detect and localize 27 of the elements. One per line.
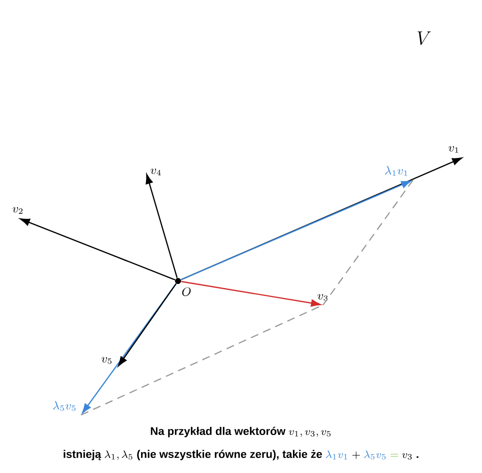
label: $\lambda_5 v_5$ [364,450,386,460]
vector-label: $v_1$ [448,146,458,153]
vector-label: $v_5$ [102,357,112,364]
vector-arrow [181,280,321,307]
label: . [416,456,418,458]
label: $v_3$ [402,453,412,460]
label: istnieją [64,450,102,460]
caption-text: istnieją $\lambda_1, \lambda_5$ (nie wszystkie równe zeru), takie że $\lambda_1 v_1$ $+$ $\lambda_5 v_5$ $=$ $v_3$ . [64,450,418,460]
vector-arrow [82,283,177,414]
space-label: $V$ [417,31,431,45]
vector-arrow [146,174,178,278]
label: $+$ [352,451,360,460]
label: $=$ [390,454,398,457]
vector-label: $v_2$ [12,207,23,214]
vector-arrow [118,283,177,366]
vector-label: $\lambda_1 v_1$ [385,166,408,176]
point-label: $O$ [182,287,191,296]
dashed-line [322,180,414,306]
origin-point [175,278,181,284]
vector-arrow [180,180,412,280]
vector-label: $\lambda_5 v_5$ [53,401,76,411]
label: $\lambda_1 v_1$ [326,450,348,460]
label: (nie wszystkie równe zeru), takie że [137,450,322,460]
label: $\lambda_1, \lambda_5$ [104,450,132,460]
vector-arrow [20,218,176,280]
caption-text: Na przykład dla wektorów $v_1, v_3, v_5$ [150,426,331,438]
vector-label: $v_4$ [150,168,161,176]
